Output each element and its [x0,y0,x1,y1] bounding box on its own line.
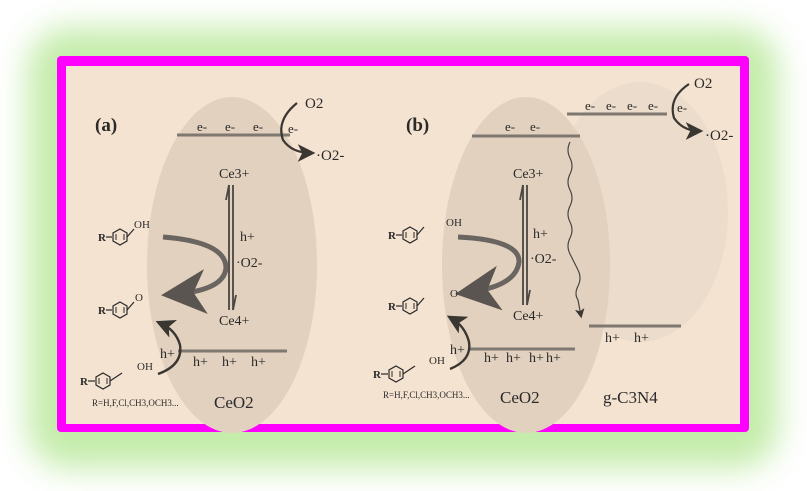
svg-text:e-: e- [253,119,263,134]
svg-text:e-: e- [585,98,595,113]
svg-text:R: R [80,376,89,388]
o2-reduction-arrow-icon [280,102,316,162]
transfer-electron-b: e- [677,100,687,115]
svg-text:O: O [135,292,143,304]
oxidation-curved-arrow-icon [161,234,229,314]
ce4-label: Ce4+ [219,314,250,329]
panel-a-label: (a) [95,115,117,136]
svg-text:R: R [98,232,107,244]
benzyl-alcohol-structure-b: R OH [388,217,462,244]
center-hole-label-b: h+ [533,227,548,242]
svg-text:e-: e- [197,119,207,134]
svg-text:OH: OH [137,361,153,373]
panel-b: (b) e- e- e- e- e- O2 ·O2- e- e- Ce3+ h+… [373,76,733,433]
oxidation-hole-label: h+ [160,347,175,362]
down-arrow-head-icon [232,294,237,311]
ceo2-material-label: CeO2 [214,393,254,412]
benzyl-alcohol-substrate-structure-b: R OH [373,355,445,383]
oxidation-curved-arrow-icon-b [455,234,522,311]
benzaldehyde-structure: R O [98,292,143,319]
o2-label-b: O2 [694,76,712,92]
ceo2-particle-ellipse [147,97,317,433]
transfer-electron: e- [288,121,298,136]
panel-b-label: (b) [406,115,429,136]
center-superoxide-label-b: ·O2- [530,252,557,267]
o2-label: O2 [305,96,323,112]
center-hole-label: h+ [240,230,255,245]
svg-text:h+: h+ [529,351,544,366]
svg-text:e-: e- [530,119,540,134]
svg-text:e-: e- [648,98,658,113]
svg-text:h+: h+ [193,355,208,370]
ce4-label-b: Ce4+ [513,309,544,324]
r-groups-label: R=H,F,Cl,CH3,OCH3... [92,398,179,408]
svg-text:e-: e- [225,119,235,134]
ceo2-cb-electrons: e- e- [505,119,540,134]
vb-holes: h+ h+ h+ [193,355,266,370]
r-groups-label-b: R=H,F,Cl,CH3,OCH3... [383,390,470,400]
down-arrow-head-icon-b [526,289,531,306]
svg-text:OH: OH [429,355,445,367]
gcn-material-label: g-C3N4 [603,388,658,407]
benzyl-alcohol-substrate-structure: R OH [80,361,153,390]
benzaldehyde-structure-b: R O [388,288,458,315]
benzyl-alcohol-structure: R OH [98,219,150,246]
ce3-label-b: Ce3+ [513,167,544,182]
svg-text:e-: e- [505,119,515,134]
oxidation-hole-label-b: h+ [450,343,465,358]
svg-text:OH: OH [446,217,462,229]
svg-text:O: O [450,288,458,300]
up-arrow-head-icon [225,184,230,201]
panel-a: (a) e- e- e- e- O2 ·O2- Ce3+ h+ ·O2- Ce4… [80,96,344,433]
ceo2-vb-holes: h+ h+ h+ h+ [484,351,561,366]
svg-text:h+: h+ [222,355,237,370]
svg-text:h+: h+ [605,331,620,346]
ceo2-material-label-b: CeO2 [500,388,540,407]
svg-text:h+: h+ [506,351,521,366]
ce3-label: Ce3+ [219,167,250,182]
svg-text:OH: OH [134,219,150,231]
superoxide-label: ·O2- [316,148,344,164]
up-arrow-head-icon-b [519,184,524,201]
svg-text:R: R [373,369,382,381]
cb-electrons: e- e- e- [197,119,263,134]
hole-oxidation-arrow-icon-b [446,315,471,371]
superoxide-label-b: ·O2- [705,128,733,144]
o2-reduction-arrow-icon-b [671,83,704,140]
gcn-cb-electrons: e- e- e- e- [585,98,658,113]
ceo2-particle-ellipse-b [442,97,610,433]
gcn-vb-holes: h+ h+ [605,331,649,346]
svg-text:h+: h+ [634,331,649,346]
center-superoxide-label: ·O2- [236,256,263,271]
svg-text:e-: e- [606,98,616,113]
svg-text:R: R [388,301,397,313]
svg-text:h+: h+ [546,351,561,366]
svg-text:e-: e- [627,98,637,113]
hole-oxidation-arrow-icon [155,319,182,376]
svg-text:R: R [388,230,397,242]
svg-text:h+: h+ [484,351,499,366]
svg-text:h+: h+ [251,355,266,370]
svg-text:R: R [98,305,107,317]
charge-transfer-wavy-arrow-icon [567,141,585,319]
